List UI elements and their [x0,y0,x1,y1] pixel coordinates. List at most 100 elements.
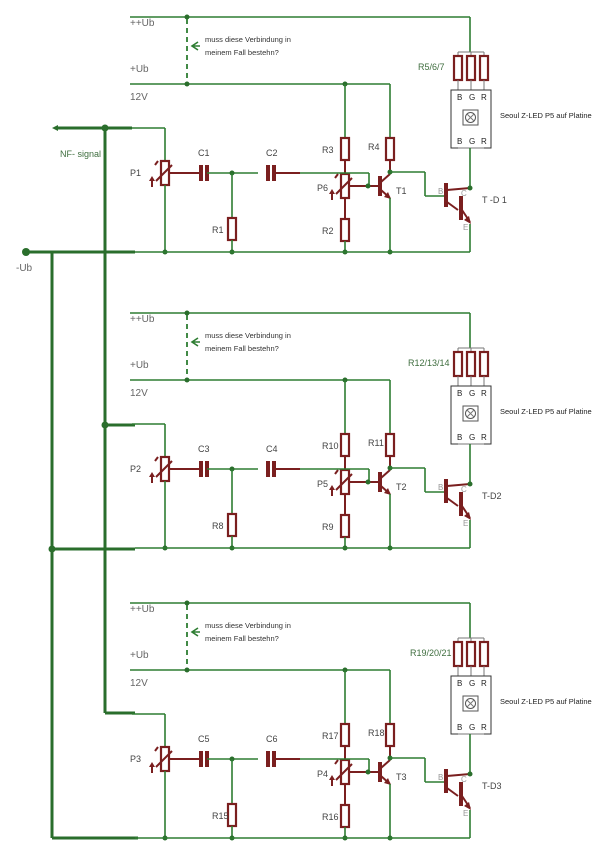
rail-voltage-label: 12V [130,678,148,689]
driver-transistor [378,173,391,199]
lamp-cross-icon [466,699,475,708]
darlington-pin-c: C [461,189,467,198]
led-pin-bottom-label: G [469,137,475,146]
led-pin-top-label: R [481,389,487,398]
bias-top-resistor-label: R3 [322,145,334,155]
pot-bias-label: P6 [317,183,328,193]
led-pin-bottom-label: B [457,137,462,146]
potentiometer-bias [329,758,353,786]
capacitor-b [266,165,276,181]
rail-mid-label: +Ub [130,64,149,75]
darlington-pin-b: B [438,187,443,196]
collector-resistor [384,432,396,458]
potentiometer-tick [334,469,339,475]
potentiometer-input [149,745,173,773]
driver-transistor [378,469,391,495]
driver-transistor-label: T3 [396,772,407,782]
driver-transistor-label: T1 [396,186,407,196]
led-pin-top-label: B [457,93,462,102]
darlington-pin-e: E [463,223,468,232]
led-pin-top-label: G [469,679,475,688]
potentiometer-tick [154,160,159,166]
transistor-collector [380,469,391,479]
pot-input-label: P1 [130,168,141,178]
darlington-collector [446,483,471,487]
emitter-arrow-icon [384,488,391,495]
darlington-transistor [444,479,471,520]
darlington-collector-node [467,185,473,191]
capacitor-b [266,751,276,767]
adjust-arrowhead-icon [149,472,155,477]
darlington-internal-emitter [446,787,459,797]
driver-transistor [378,759,391,785]
led-pin-top-label: G [469,389,475,398]
capacitor-b-label: C2 [266,148,278,158]
darlington-pin-e: E [463,519,468,528]
led-resistor-0 [452,350,464,378]
capacitor-a-label: C3 [198,444,210,454]
capacitor-b [266,461,276,477]
darlington-label: T -D 1 [482,195,507,205]
darlington-collector-node [467,481,473,487]
potentiometer-tick [334,759,339,765]
capacitor-a [199,461,209,477]
adjust-arrowhead-icon [329,485,335,490]
minus-ub-label: -Ub [16,263,33,274]
led-pin-top-label: G [469,93,475,102]
led-resistor-1 [465,54,477,82]
darlington-collector-node [467,771,473,777]
shunt-resistor [226,512,238,538]
bias-bottom-resistor-label: R9 [322,522,334,532]
question-text-line-1: muss diese Verbindung in [205,35,291,44]
adjust-arrowhead-icon [149,176,155,181]
rail-mid-label: +Ub [130,360,149,371]
shunt-resistor-label: R15 [212,811,229,821]
nf-signal-arrow-icon [52,125,58,131]
darlington-pin-c: C [461,775,467,784]
adjust-arrowhead-icon [329,189,335,194]
darlington-pin-b: B [438,773,443,782]
rail-junction-bottom [184,667,190,673]
darlington-emitter-arrow-icon [464,512,471,520]
pot-bias-label: P5 [317,479,328,489]
bias-bottom-resistor [339,513,351,539]
rail-mid-label: +Ub [130,650,149,661]
led-pin-top-label: B [457,679,462,688]
led-pin-bottom-label: G [469,723,475,732]
adjust-arrowhead-icon [149,762,155,767]
led-resistor-2 [478,640,490,668]
potentiometer-wiper [155,750,173,768]
potentiometer-input [149,455,173,483]
potentiometer-bias [329,172,353,200]
potentiometer-tick [154,456,159,462]
bias-bottom-resistor-label: R16 [322,812,339,822]
rail-junction-top [184,14,190,20]
led-pin-top-label: R [481,679,487,688]
led-resistor-1 [465,350,477,378]
led-module-label: Seoul Z-LED P5 auf Platine [500,407,592,416]
led-pin-bottom-label: G [469,433,475,442]
rail-top-label: ++Ub [130,18,155,29]
rail-junction-bottom [184,377,190,383]
led-pin-top-label: B [457,389,462,398]
capacitor-b-label: C6 [266,734,278,744]
rail-top-label: ++Ub [130,604,155,615]
collector-resistor-label: R18 [368,728,385,738]
question-text-line-2: meinem Fall bestehn? [205,48,279,57]
bias-top-resistor-label: R10 [322,441,339,451]
capacitor-b-label: C4 [266,444,278,454]
collector-resistor-label: R4 [368,142,380,152]
led-resistor-2 [478,350,490,378]
shunt-resistor [226,802,238,828]
led-pin-bottom-label: R [481,723,487,732]
led-resistor-1 [465,640,477,668]
darlington-collector [446,187,471,191]
emitter-arrow-icon [384,778,391,785]
question-text-line-1: muss diese Verbindung in [205,621,291,630]
capacitor-a-label: C1 [198,148,210,158]
base-node [365,769,371,775]
lamp-cross-icon [466,113,475,122]
bias-top-resistor [339,136,351,162]
